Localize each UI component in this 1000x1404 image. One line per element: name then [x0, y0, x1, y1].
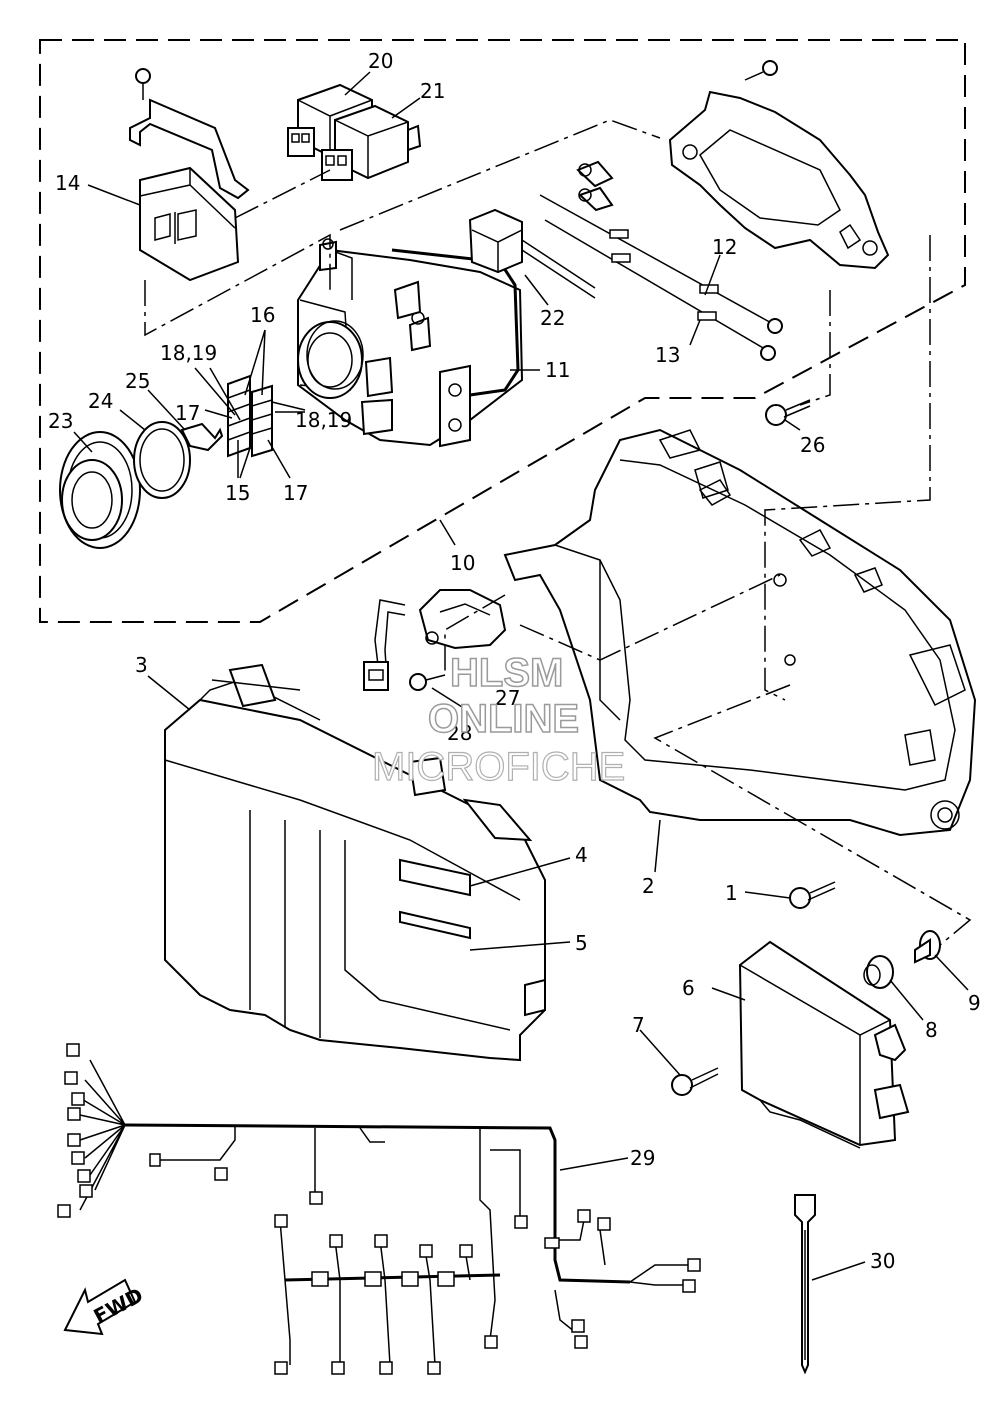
- bolt-7: [671, 1067, 719, 1096]
- callout-6: 6: [682, 976, 695, 1000]
- callout-16: 16: [250, 303, 275, 327]
- bolt-1: [789, 881, 836, 909]
- alignment-line: [653, 684, 972, 946]
- callout-26: 26: [800, 433, 825, 457]
- terminal-block-15-16: [227, 374, 273, 458]
- callout-24: 24: [88, 389, 113, 413]
- sub-assembly-boundary: [39, 39, 966, 623]
- callout-30: 30: [870, 1249, 895, 1273]
- callout-3: 3: [135, 653, 148, 677]
- leader-lines: [73, 71, 969, 1281]
- callout-11: 11: [545, 358, 570, 382]
- wire-harness-29: [57, 1043, 701, 1375]
- callout-22: 22: [540, 306, 565, 330]
- forward-direction-arrow: FWD: [63, 1278, 147, 1336]
- cable-assembly-12-13: [539, 160, 783, 361]
- alignment-line: [234, 169, 331, 219]
- alignment-line: [144, 233, 331, 337]
- callout-25: 25: [125, 369, 150, 393]
- o-ring-24: [133, 421, 191, 499]
- callout-12: 12: [712, 235, 737, 259]
- bolt-26: [765, 399, 811, 426]
- alignment-line: [444, 594, 506, 675]
- callout-21: 21: [420, 79, 445, 103]
- relay-cover-14: [129, 68, 250, 282]
- callout-29: 29: [630, 1146, 655, 1170]
- bolt-28: [409, 673, 446, 691]
- callout-9: 9: [968, 991, 981, 1015]
- callout-27: 27: [495, 686, 520, 710]
- watermark-line-1: HLSM: [450, 651, 563, 695]
- watermark-line-3: MICROFICHE: [372, 745, 625, 789]
- grommet-8: [863, 955, 894, 989]
- callout-2: 2: [642, 874, 655, 898]
- callout-14: 14: [55, 171, 80, 195]
- alignment-line: [764, 235, 931, 701]
- callout-10: 10: [450, 551, 475, 575]
- clip-25: [180, 422, 224, 452]
- sensor-22: [468, 208, 596, 299]
- electrical-cover-3: [164, 663, 546, 1062]
- callout-7: 7: [632, 1013, 645, 1037]
- callout-8: 8: [925, 1018, 938, 1042]
- alignment-line: [519, 574, 781, 661]
- throttle-body-11: [297, 238, 524, 448]
- callout-17-upper: 17: [175, 401, 200, 425]
- callout-1: 1: [725, 881, 738, 905]
- relay-21: [321, 104, 422, 181]
- callout-15: 15: [225, 481, 250, 505]
- cable-tie-30: [794, 1194, 816, 1375]
- callout-18-19-lower: 18,19: [295, 408, 352, 432]
- mounting-plate: [668, 60, 890, 270]
- callout-5: 5: [575, 931, 588, 955]
- callout-28: 28: [447, 721, 472, 745]
- collar-9: [914, 930, 941, 964]
- callout-17-lower: 17: [283, 481, 308, 505]
- callout-23: 23: [48, 409, 73, 433]
- cap-23: [59, 431, 141, 549]
- callout-13: 13: [655, 343, 680, 367]
- callout-18-19-upper: 18,19: [160, 341, 217, 365]
- callout-4: 4: [575, 843, 588, 867]
- alignment-line: [799, 290, 831, 406]
- callout-20: 20: [368, 49, 393, 73]
- alignment-line: [339, 119, 661, 231]
- mounting-bracket-2: [503, 428, 977, 837]
- watermark-line-2: ONLINE: [428, 697, 579, 741]
- ecu-6: [738, 940, 910, 1149]
